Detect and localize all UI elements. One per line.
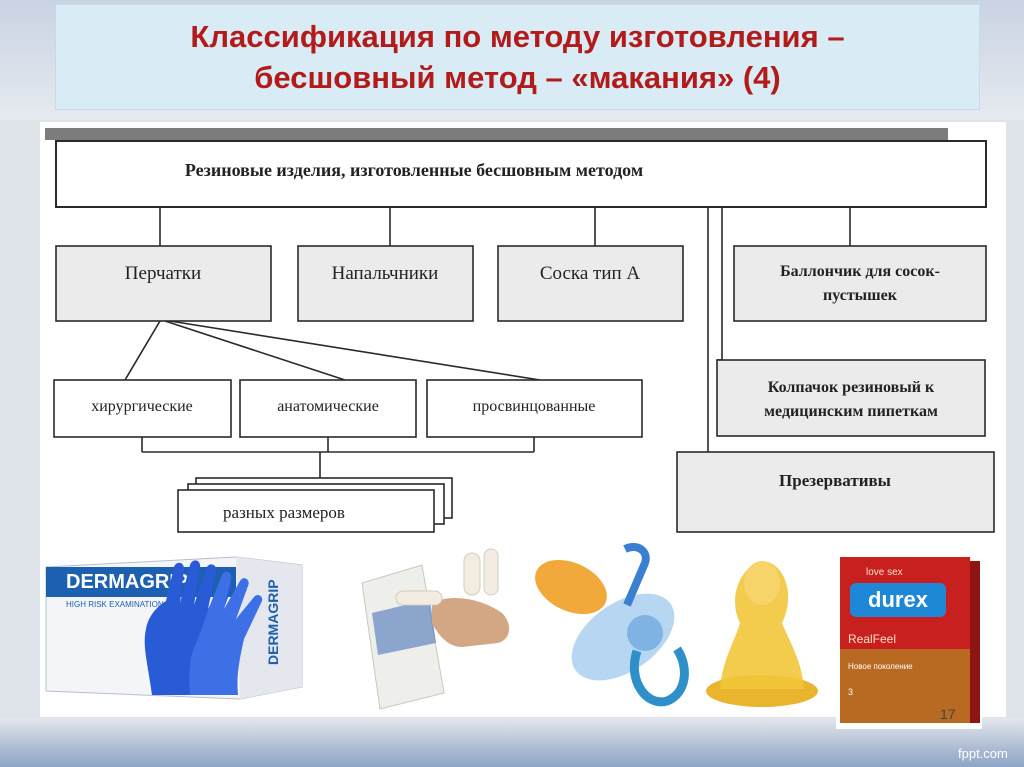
node-surgical-label: хирургические [91, 398, 193, 415]
root-node [55, 140, 987, 208]
node-gloves [55, 245, 272, 322]
condom-box-desc: Новое поколение [848, 662, 913, 671]
page-number: 17 [940, 706, 956, 722]
gloves-box-brand: DERMAGRIP [66, 571, 188, 593]
condom-box-count: 3 [848, 687, 853, 697]
photo-nipple [700, 543, 830, 715]
condom-box-brand: durex [868, 587, 929, 612]
glove-type-connectors [124, 320, 541, 381]
node-pipette-cap-label-2: медицинским пипеткам [764, 403, 938, 420]
node-pipette-cap [716, 359, 986, 437]
slide-title: Классификация по методу изготовления – б… [190, 18, 845, 95]
condom-box-tagline: love sex [866, 567, 903, 578]
node-finger-cots [297, 245, 474, 322]
photo-pacifier [527, 541, 697, 711]
photo-gloves-box: DERMAGRIP HIGH RISK EXAMINATION GL DERMA… [40, 545, 312, 705]
node-nipple-label: Соска тип А [540, 263, 641, 284]
glove-icon [144, 560, 263, 695]
node-anatomical-label: анатомические [277, 398, 379, 415]
photo-finger-cots [352, 543, 520, 715]
node-sizes [177, 489, 435, 533]
condom-box-model: RealFeel [848, 632, 896, 646]
node-anatomical [239, 379, 417, 438]
finger-cots-illustration [361, 548, 510, 710]
node-nipple [497, 245, 684, 322]
root-shadow [45, 128, 948, 140]
node-gloves-label: Перчатки [125, 263, 201, 284]
photo-condom-box: love sex durex RealFeel Новое поколение … [836, 553, 982, 729]
root-label: Резиновые изделия, изготовленные бесшовн… [185, 160, 643, 180]
pacifier-illustration [535, 542, 689, 707]
node-sizes-label: разных размеров [223, 503, 345, 522]
node-balloon-label-2: пустышек [823, 287, 898, 304]
nipple-illustration [706, 561, 818, 707]
node-leaded-label: просвинцованные [473, 398, 596, 415]
root-connectors [159, 207, 851, 452]
footer-brand: fppt.com [958, 746, 1008, 761]
node-condoms [676, 451, 995, 533]
sizes-connectors [141, 437, 535, 484]
node-balloon [733, 245, 987, 322]
node-condoms-label: Презервативы [779, 471, 891, 490]
gloves-box-side-brand: DERMAGRIP [265, 579, 281, 665]
condom-box-illustration: love sex durex RealFeel Новое поколение … [840, 557, 980, 723]
node-finger-cots-label: Напальчники [332, 263, 439, 284]
gloves-box-side: HIGH RISK EXAMINATION GL [66, 600, 177, 609]
node-pipette-cap-label-1: Колпачок резиновый к [768, 379, 935, 396]
classification-diagram: Резиновые изделия, изготовленные бесшовн… [45, 128, 995, 533]
title-box: Классификация по методу изготовления – б… [55, 4, 980, 110]
gloves-box-illustration: DERMAGRIP HIGH RISK EXAMINATION GL DERMA… [45, 556, 303, 700]
node-leaded [426, 379, 643, 438]
node-balloon-label-1: Баллончик для сосок- [780, 263, 940, 280]
